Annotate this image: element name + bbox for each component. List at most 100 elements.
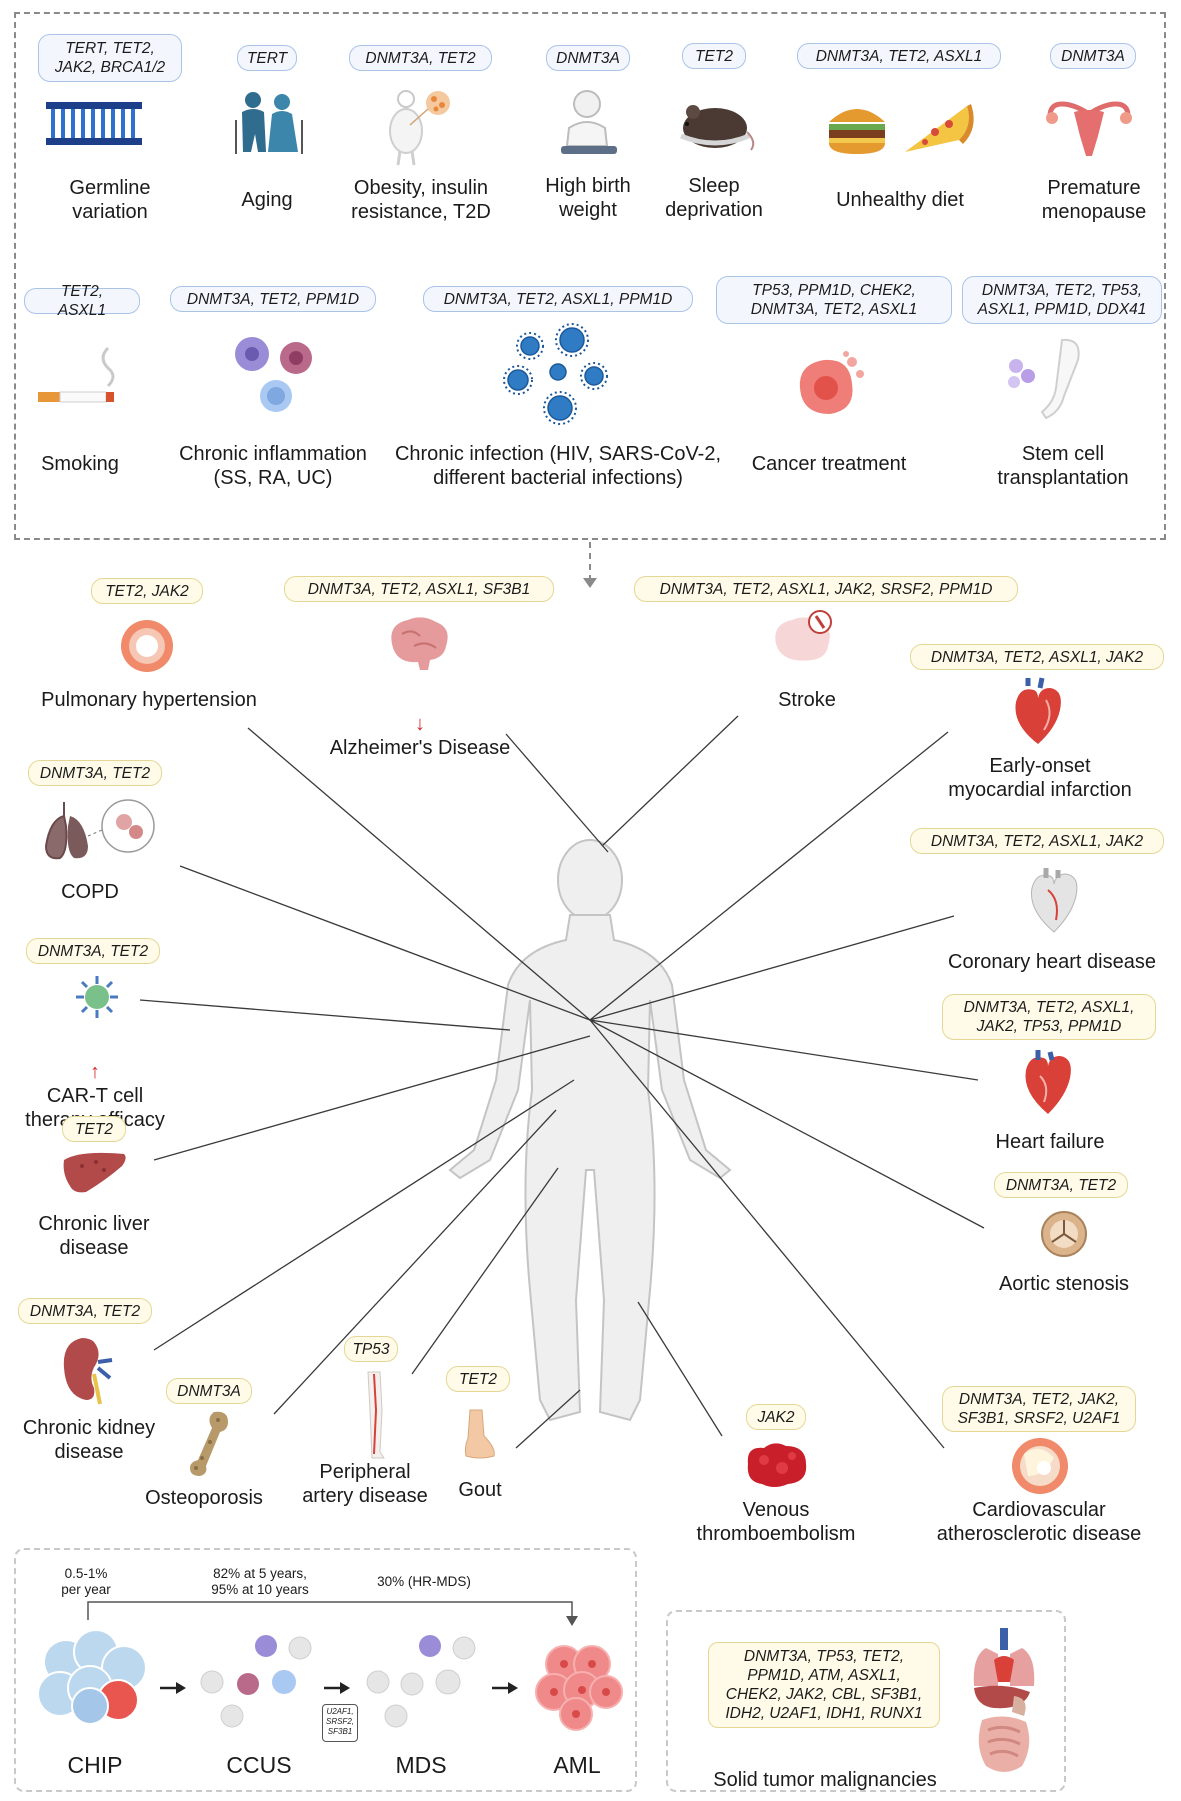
label-pulm: Pulmonary hypertension — [41, 689, 257, 711]
coronary-heart-icon — [1030, 868, 1078, 933]
label-germline: Germline variation — [69, 177, 151, 223]
gene-pill-pulm: TET2, JAK2 — [91, 578, 203, 604]
cigarette-icon — [38, 346, 115, 403]
aortic-valve-icon — [1041, 1211, 1087, 1257]
arrow-right-icon-1 — [160, 1682, 186, 1694]
gene-pill-osteo: DNMT3A — [166, 1378, 252, 1404]
label-chd: Coronary heart disease — [948, 951, 1156, 973]
human-body-silhouette — [448, 839, 732, 1422]
label-obesity: Obesity, insulin resistance, T2D — [351, 177, 491, 223]
organs-icon — [973, 1628, 1035, 1772]
label-cancer: Cancer treatment — [751, 453, 907, 475]
stage-chip: CHIP — [67, 1752, 123, 1778]
gene-pill-infection: DNMT3A, TET2, ASXL1, PPM1D — [423, 286, 693, 312]
obesity-icon — [389, 90, 450, 166]
label-alz-text: Alzheimer's Disease — [329, 737, 511, 759]
liver-icon — [63, 1152, 126, 1193]
rate-ccus-mds: 82% at 5 years, 95% at 10 years — [211, 1566, 309, 1597]
decrease-arrow-icon: ↓ — [415, 713, 425, 735]
label-stroke: Stroke — [778, 689, 836, 711]
dna-icon — [46, 102, 142, 145]
gene-pill-hf: DNMT3A, TET2, ASXL1, JAK2, TP53, PPM1D — [942, 994, 1156, 1040]
bone-icon — [190, 1411, 228, 1476]
gene-pill-pad: TP53 — [344, 1336, 398, 1362]
arrow-right-icon-2 — [324, 1682, 350, 1694]
heart-icon — [1015, 677, 1061, 744]
failing-heart-icon — [1025, 1050, 1071, 1114]
mouse-icon — [680, 105, 755, 151]
label-solid: Solid tumor malignancies — [713, 1769, 937, 1791]
gene-pill-stroke: DNMT3A, TET2, ASXL1, JAK2, SRSF2, PPM1D — [634, 576, 1018, 602]
label-infection: Chronic infection (HIV, SARS-CoV-2, diff… — [394, 443, 722, 489]
gene-pill-chd: DNMT3A, TET2, ASXL1, JAK2 — [910, 828, 1164, 854]
progression-panel — [14, 1548, 637, 1792]
increase-arrow-icon: ↑ — [90, 1061, 100, 1083]
baby-icon — [561, 90, 617, 154]
gene-pill-vte: JAK2 — [746, 1404, 806, 1430]
aml-cells-icon — [535, 1645, 623, 1731]
label-kidney: Chronic kidney disease — [22, 1417, 156, 1463]
gene-pill-solid: DNMT3A, TP53, TET2, PPM1D, ATM, ASXL1, C… — [708, 1642, 940, 1728]
gene-pill-ascvd: DNMT3A, TET2, JAK2, SF3B1, SRSF2, U2AF1 — [942, 1386, 1136, 1432]
elderly-couple-icon — [235, 92, 303, 154]
stage-mds: MDS — [395, 1752, 447, 1778]
virus-icon — [503, 323, 608, 425]
gene-pill-liver: TET2 — [62, 1116, 126, 1142]
label-stemcell: Stem cell transplantation — [997, 443, 1129, 489]
gene-pill-cancer: TP53, PPM1D, CHEK2, DNMT3A, TET2, ASXL1 — [716, 276, 952, 324]
label-gout: Gout — [458, 1479, 502, 1501]
gene-pill-aortic: DNMT3A, TET2 — [994, 1172, 1128, 1198]
stroke-brain-icon — [775, 610, 832, 661]
gene-pill-menopause: DNMT3A — [1050, 43, 1136, 69]
label-smoking: Smoking — [41, 453, 119, 475]
lungs-icon — [44, 799, 155, 860]
mds-gene-box: U2AF1, SRSF2, SF3B1 — [322, 1704, 358, 1742]
leg-artery-icon — [367, 1371, 385, 1459]
ccus-cells-icon — [200, 1635, 312, 1728]
gene-pill-cart: DNMT3A, TET2 — [26, 938, 160, 964]
label-pad: Peripheral artery disease — [302, 1461, 428, 1507]
label-aortic: Aortic stenosis — [998, 1273, 1130, 1295]
label-hf: Heart failure — [995, 1131, 1105, 1153]
label-mi: Early-onset myocardial infarction — [948, 755, 1132, 801]
gene-pill-gout: TET2 — [446, 1366, 510, 1392]
risk-factors-panel — [14, 12, 1166, 540]
label-inflammation: Chronic inflammation (SS, RA, UC) — [179, 443, 367, 489]
gene-pill-kidney: DNMT3A, TET2 — [18, 1298, 152, 1324]
solid-tumor-panel — [666, 1610, 1066, 1792]
gene-pill-diet: DNMT3A, TET2, ASXL1 — [797, 43, 1001, 69]
label-sleep: Sleep deprivation — [665, 175, 763, 221]
gene-pill-alz: DNMT3A, TET2, ASXL1, SF3B1 — [284, 576, 554, 602]
foot-icon — [464, 1409, 495, 1459]
label-menopause: Premature menopause — [1041, 177, 1147, 223]
uterus-icon — [1046, 101, 1132, 156]
transplant-icon — [1008, 338, 1080, 420]
car-t-cell-icon — [76, 976, 118, 1018]
brain-icon — [391, 617, 448, 670]
vessel-icon — [121, 620, 173, 672]
chip-cells-icon — [37, 1629, 147, 1725]
label-birth: High birth weight — [545, 175, 631, 221]
gene-pill-sleep: TET2 — [682, 43, 746, 69]
label-alz: ↓ Alzheimer's Disease — [300, 688, 540, 760]
label-aging: Aging — [241, 189, 293, 211]
gene-pill-mi: DNMT3A, TET2, ASXL1, JAK2 — [910, 644, 1164, 670]
immune-cells-icon — [235, 337, 312, 412]
arrow-right-icon-3 — [492, 1682, 518, 1694]
label-ascvd: Cardiovascular atherosclerotic disease — [936, 1499, 1142, 1545]
artery-plaque-icon — [1012, 1438, 1068, 1494]
gene-pill-germline: TERT, TET2, JAK2, BRCA1/2 — [38, 34, 182, 82]
rate-mds-aml: 30% (HR-MDS) — [377, 1574, 471, 1589]
gene-pill-copd: DNMT3A, TET2 — [28, 760, 162, 786]
burger-pizza-icon — [829, 104, 974, 154]
gene-pill-smoking: TET2, ASXL1 — [24, 283, 140, 319]
gene-pill-aging: TERT — [237, 45, 297, 71]
stage-ccus: CCUS — [226, 1752, 292, 1778]
label-vte: Venous thromboembolism — [696, 1499, 856, 1545]
gene-pill-obesity: DNMT3A, TET2 — [349, 45, 492, 71]
gene-pill-stemcell: DNMT3A, TET2, TP53, ASXL1, PPM1D, DDX41 — [962, 276, 1162, 324]
clot-icon — [747, 1443, 807, 1487]
label-diet: Unhealthy diet — [836, 189, 964, 211]
cancer-cell-icon — [799, 351, 864, 414]
